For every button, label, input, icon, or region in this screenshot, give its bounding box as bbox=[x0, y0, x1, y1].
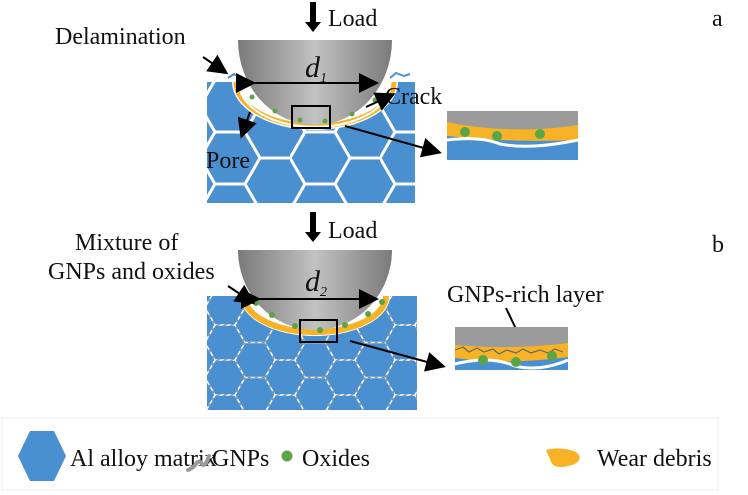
legend: Al alloy matrix GNPs Oxides Wear debris bbox=[1, 417, 719, 491]
delamination-arrow bbox=[202, 54, 229, 75]
diameter-d2-label: d2 bbox=[305, 265, 327, 300]
svg-text:Wear debris: Wear debris bbox=[597, 446, 712, 472]
gnp-squiggle-icon bbox=[186, 454, 211, 472]
pore-arrow bbox=[237, 111, 257, 139]
load-label: Load bbox=[328, 218, 377, 244]
svg-text:Oxides: Oxides bbox=[302, 446, 370, 472]
legend-item-oxides: Oxides bbox=[281, 446, 370, 472]
wear-debris-blob-icon bbox=[546, 448, 580, 467]
hexagon-icon bbox=[18, 431, 66, 481]
inset-b bbox=[454, 327, 569, 370]
load-arrow bbox=[305, 2, 321, 32]
crack-arrow bbox=[365, 92, 396, 111]
gnp-oxide-mixture-layer bbox=[241, 295, 389, 335]
legend-item-wear-debris: Wear debris bbox=[546, 446, 712, 472]
load-label: Load bbox=[328, 6, 377, 32]
crack-label: Crack bbox=[385, 84, 442, 110]
mixture-label-line2: GNPs and oxides bbox=[48, 259, 215, 285]
oxide-dot-icon bbox=[281, 450, 293, 462]
gnps-rich-layer-label: GNPs-rich layer bbox=[447, 282, 604, 308]
panel-letter-b: b bbox=[712, 232, 724, 258]
panel-letter-a: a bbox=[712, 6, 723, 32]
zoom-box-b bbox=[299, 319, 338, 343]
zoom-box-a bbox=[291, 105, 331, 129]
panel-a: Load a Delamination d1 Crack Pore bbox=[55, 2, 723, 203]
zoom-arrow-a bbox=[344, 125, 442, 158]
zoom-arrow-b bbox=[349, 340, 446, 372]
panel-b: Load b Mixture of GNPs and oxides d2 GNP… bbox=[48, 212, 724, 410]
delamination-label: Delamination bbox=[55, 24, 186, 50]
svg-text:GNPs: GNPs bbox=[212, 446, 269, 472]
legend-item-gnps: GNPs bbox=[186, 446, 269, 472]
pore-label: Pore bbox=[206, 148, 250, 174]
load-arrow bbox=[305, 212, 321, 242]
inset-a bbox=[446, 111, 579, 160]
mixture-label-line1: Mixture of bbox=[75, 230, 178, 256]
diameter-d1-label: d1 bbox=[305, 51, 327, 86]
